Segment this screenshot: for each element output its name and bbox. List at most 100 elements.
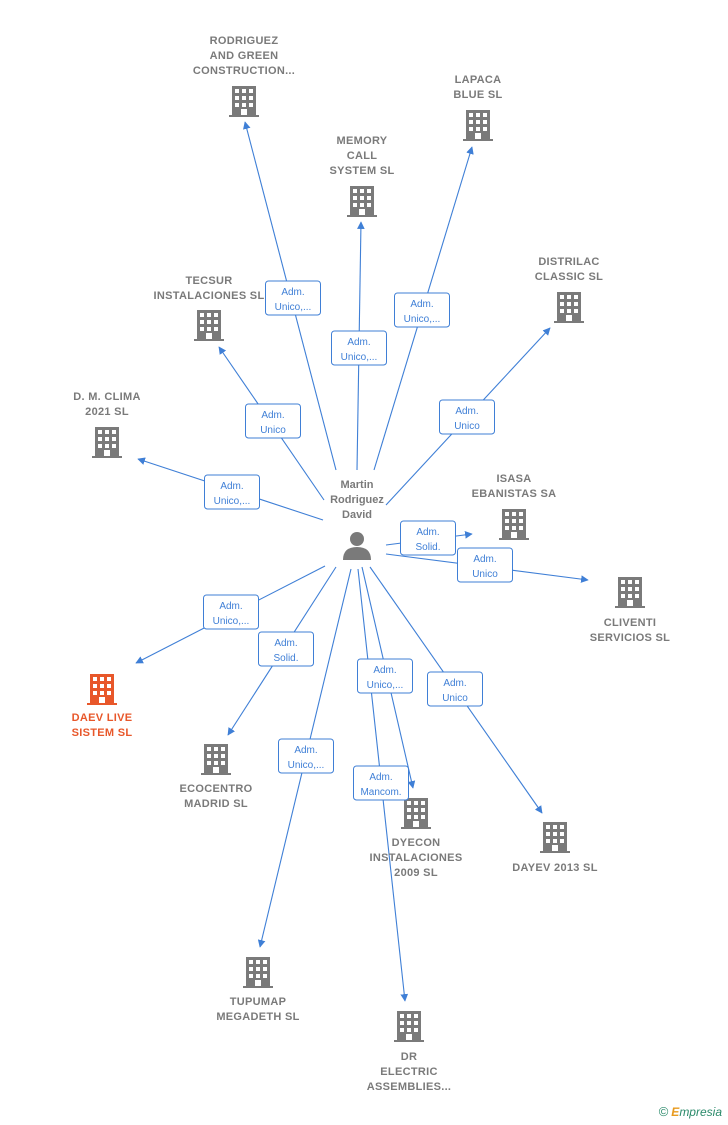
- role-badge-ecocentro-madrid[interactable]: Adm.Solid.: [258, 631, 314, 667]
- company-label: ELECTRIC: [380, 1066, 437, 1078]
- company-label: DAEV LIVE: [72, 712, 133, 724]
- role-badge-cliventi-servicios[interactable]: Adm. Unico: [457, 547, 513, 583]
- building-icon: [201, 744, 231, 775]
- role-badge-box: [357, 658, 413, 694]
- building-icon: [463, 110, 493, 141]
- company-node-memory-call-system[interactable]: MEMORY CALL SYSTEM SL: [329, 135, 394, 217]
- role-text: Adm.: [294, 745, 317, 756]
- company-label: MADRID SL: [184, 798, 248, 810]
- building-icon: [540, 822, 570, 853]
- role-badge-box: [278, 738, 334, 774]
- role-badge-memory-call-system[interactable]: Adm. Unico,...: [331, 330, 387, 366]
- role-badge-dr-electric-assemblies[interactable]: Adm. Mancom.: [353, 765, 409, 801]
- building-icon: [87, 674, 117, 705]
- company-label: CLIVENTI: [604, 617, 657, 629]
- company-label: TECSUR: [185, 275, 232, 287]
- role-text: Adm.: [473, 554, 496, 565]
- company-node-ecocentro-madrid[interactable]: ECOCENTRO MADRID SL: [180, 744, 253, 810]
- company-label: LAPACA: [455, 74, 502, 86]
- company-node-dm-clima-2021[interactable]: D. M. CLIMA 2021 SL: [73, 391, 140, 458]
- brand-footer: ©Empresia: [659, 1104, 722, 1119]
- role-badge-daev-live-sistem[interactable]: Adm.Unico,...: [203, 594, 259, 630]
- role-text: Adm.: [281, 287, 304, 298]
- company-node-lapaca-blue[interactable]: LAPACA BLUE SL: [453, 74, 502, 141]
- role-badge-rodriguez-and-green[interactable]: Adm. Unico,...: [265, 280, 321, 316]
- person-label: Rodriguez: [330, 494, 384, 506]
- person-label: David: [342, 509, 372, 521]
- company-label: ECOCENTRO: [180, 783, 253, 795]
- person-icon: [343, 532, 371, 560]
- role-text: Unico,...: [367, 680, 404, 691]
- company-node-isasa-ebanistas[interactable]: ISASA EBANISTAS SA: [472, 473, 557, 540]
- role-badge-box: [439, 399, 495, 435]
- roles-layer: Adm. Unico,... Adm. Unico,... Adm. Unico,... A…: [203, 280, 513, 801]
- company-label: ISASA: [496, 473, 531, 485]
- role-badge-box: [265, 280, 321, 316]
- company-node-dr-electric-assemblies[interactable]: DR ELECTRIC ASSEMBLIES...: [367, 1011, 452, 1093]
- company-label: MEMORY: [337, 135, 388, 147]
- role-text: Adm.: [369, 772, 392, 783]
- role-badge-dm-clima-2021[interactable]: Adm.Unico,...: [204, 474, 260, 510]
- role-text: Unico,...: [275, 302, 312, 313]
- role-text: Adm.: [416, 527, 439, 538]
- building-icon: [394, 1011, 424, 1042]
- role-badge-distrilac-classic[interactable]: Adm.Unico: [439, 399, 495, 435]
- company-label: ASSEMBLIES...: [367, 1081, 452, 1093]
- role-badge-box: [331, 330, 387, 366]
- building-icon: [229, 86, 259, 117]
- company-label: EBANISTAS SA: [472, 488, 557, 500]
- role-badge-dyecon-instalaciones[interactable]: Adm.Unico,...: [357, 658, 413, 694]
- role-text: Adm.: [347, 337, 370, 348]
- role-badge-box: [457, 547, 513, 583]
- role-badge-lapaca-blue[interactable]: Adm. Unico,...: [394, 292, 450, 328]
- company-label: CLASSIC SL: [535, 271, 603, 283]
- role-text: Adm.: [443, 678, 466, 689]
- role-text: Solid.: [415, 542, 440, 553]
- role-text: Adm.: [274, 638, 297, 649]
- company-node-daev-live-sistem[interactable]: DAEV LIVE SISTEM SL: [72, 674, 133, 739]
- company-label: 2021 SL: [85, 406, 129, 418]
- company-label: SISTEM SL: [72, 727, 133, 739]
- building-icon: [401, 798, 431, 829]
- role-text: Mancom.: [360, 787, 401, 798]
- role-badge-box: [400, 520, 456, 556]
- company-label: DR: [401, 1051, 418, 1063]
- role-badge-dayev-2013[interactable]: Adm. Unico: [427, 671, 483, 707]
- role-text: Adm.: [410, 299, 433, 310]
- building-icon: [194, 310, 224, 341]
- building-icon: [347, 186, 377, 217]
- role-text: Unico,...: [213, 616, 250, 627]
- role-text: Adm.: [261, 410, 284, 421]
- company-label: SYSTEM SL: [329, 165, 394, 177]
- role-badge-box: [394, 292, 450, 328]
- role-badge-isasa-ebanistas[interactable]: Adm. Solid.: [400, 520, 456, 556]
- role-text: Unico,...: [404, 314, 441, 325]
- company-label: SERVICIOS SL: [590, 632, 670, 644]
- company-label: CALL: [347, 150, 378, 162]
- role-badge-tecsur-instalaciones[interactable]: Adm. Unico: [245, 403, 301, 439]
- role-text: Unico: [442, 693, 468, 704]
- company-node-dayev-2013[interactable]: DAYEV 2013 SL: [512, 822, 597, 874]
- company-label: INSTALACIONES: [370, 852, 463, 864]
- company-label: DYECON: [392, 837, 441, 849]
- building-icon: [243, 957, 273, 988]
- role-text: Unico,...: [214, 496, 251, 507]
- company-label: D. M. CLIMA: [73, 391, 140, 403]
- company-label: BLUE SL: [453, 89, 502, 101]
- role-text: Unico: [260, 425, 286, 436]
- role-text: Unico: [472, 569, 498, 580]
- brand-name: mpresia: [679, 1105, 722, 1119]
- role-badge-tupumap-megadeth[interactable]: Adm. Unico,...: [278, 738, 334, 774]
- role-text: Unico,...: [288, 760, 325, 771]
- role-text: Unico,...: [341, 352, 378, 363]
- company-node-cliventi-servicios[interactable]: CLIVENTI SERVICIOS SL: [590, 577, 670, 644]
- company-label: MEGADETH SL: [216, 1011, 299, 1023]
- company-label: DAYEV 2013 SL: [512, 862, 597, 874]
